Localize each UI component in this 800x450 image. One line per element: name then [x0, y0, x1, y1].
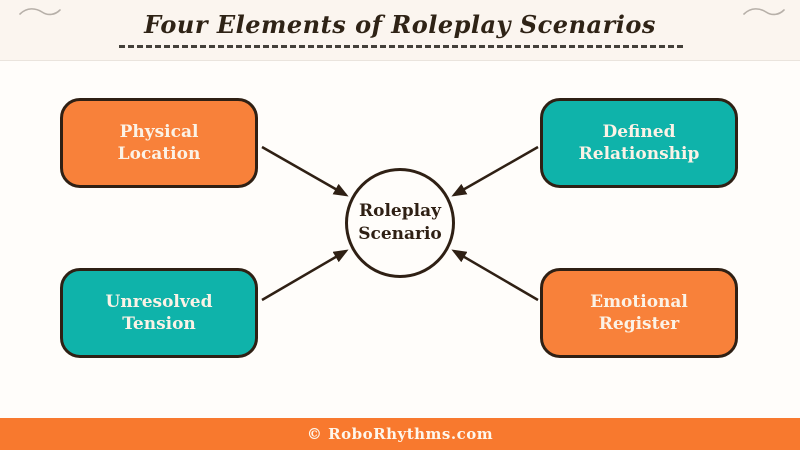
arrow-emotional-register: [451, 249, 539, 302]
node-label-emotional-register: Emotional Register: [590, 291, 688, 334]
node-roleplay-scenario: Roleplay Scenario: [345, 168, 455, 278]
arrow-physical-location: [261, 145, 349, 197]
squiggle-icon-right: [743, 8, 785, 16]
node-label-physical-location: Physical Location: [117, 121, 201, 164]
title-underline-dashes: [119, 45, 683, 48]
node-label-unresolved-tension: Unresolved Tension: [105, 291, 213, 334]
node-emotional-register: Emotional Register: [540, 268, 738, 358]
node-physical-location: Physical Location: [60, 98, 258, 188]
squiggle-icon-left: [19, 8, 61, 16]
node-unresolved-tension: Unresolved Tension: [60, 268, 258, 358]
footer-credit: © RoboRhythms.com: [306, 425, 494, 443]
node-label-defined-relationship: Defined Relationship: [578, 121, 700, 164]
arrow-unresolved-tension: [261, 249, 349, 302]
footer-bar: © RoboRhythms.com: [0, 418, 800, 450]
header-band: Four Elements of Roleplay Scenarios: [0, 0, 800, 61]
node-label-roleplay-scenario: Roleplay Scenario: [358, 201, 442, 244]
node-defined-relationship: Defined Relationship: [540, 98, 738, 188]
arrow-defined-relationship: [451, 145, 539, 197]
page-title: Four Elements of Roleplay Scenarios: [144, 10, 656, 39]
